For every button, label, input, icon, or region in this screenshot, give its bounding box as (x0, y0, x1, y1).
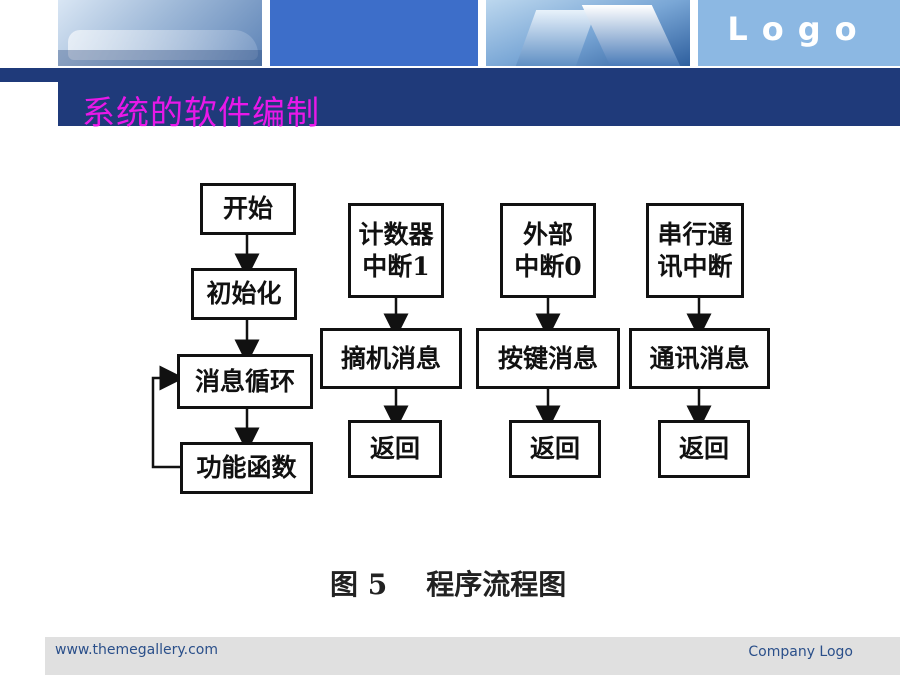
box-line: 中断1 (362, 251, 430, 281)
box-return-2: 返回 (509, 420, 601, 478)
box-external-interrupt: 外部 中断0 (500, 203, 596, 298)
box-init: 初始化 (191, 268, 297, 320)
box-line: 讯中断 (657, 251, 733, 281)
footer: www.themegallery.com Company Logo (45, 637, 900, 675)
box-key-msg: 按键消息 (476, 328, 620, 389)
banner-blue-tile (270, 0, 478, 66)
box-functions: 功能函数 (180, 442, 313, 494)
box-return-1: 返回 (348, 420, 442, 478)
title-bar: 系统的软件编制 (58, 68, 900, 132)
box-start: 开始 (200, 183, 296, 235)
box-line: 计数器 (358, 220, 434, 250)
box-return-3: 返回 (658, 420, 750, 478)
slide-title: 系统的软件编制 (82, 93, 320, 132)
arrow-func-loop (151, 365, 185, 469)
logo-text: Logo (727, 10, 871, 48)
logo-tile: Logo (698, 0, 900, 66)
box-counter-interrupt: 计数器 中断1 (348, 203, 444, 298)
box-serial-interrupt: 串行通 讯中断 (646, 203, 744, 298)
banner-image-buildings (486, 0, 690, 66)
banner-image-hands (58, 0, 262, 66)
footer-url[interactable]: www.themegallery.com (55, 642, 218, 658)
hands-shape (68, 30, 258, 60)
box-offhook-msg: 摘机消息 (320, 328, 462, 389)
footer-company-logo: Company Logo (748, 644, 853, 660)
box-line: 中断0 (514, 251, 582, 281)
title-bar-accent (0, 68, 58, 82)
header-banner: Logo (0, 0, 900, 68)
box-message-loop: 消息循环 (177, 354, 313, 409)
box-comm-msg: 通讯消息 (629, 328, 770, 389)
keyboard-shape (58, 50, 262, 66)
box-line: 串行通 (657, 220, 733, 250)
box-line: 外部 (522, 220, 573, 250)
figure-caption: 图 5 程序流程图 (330, 568, 567, 601)
